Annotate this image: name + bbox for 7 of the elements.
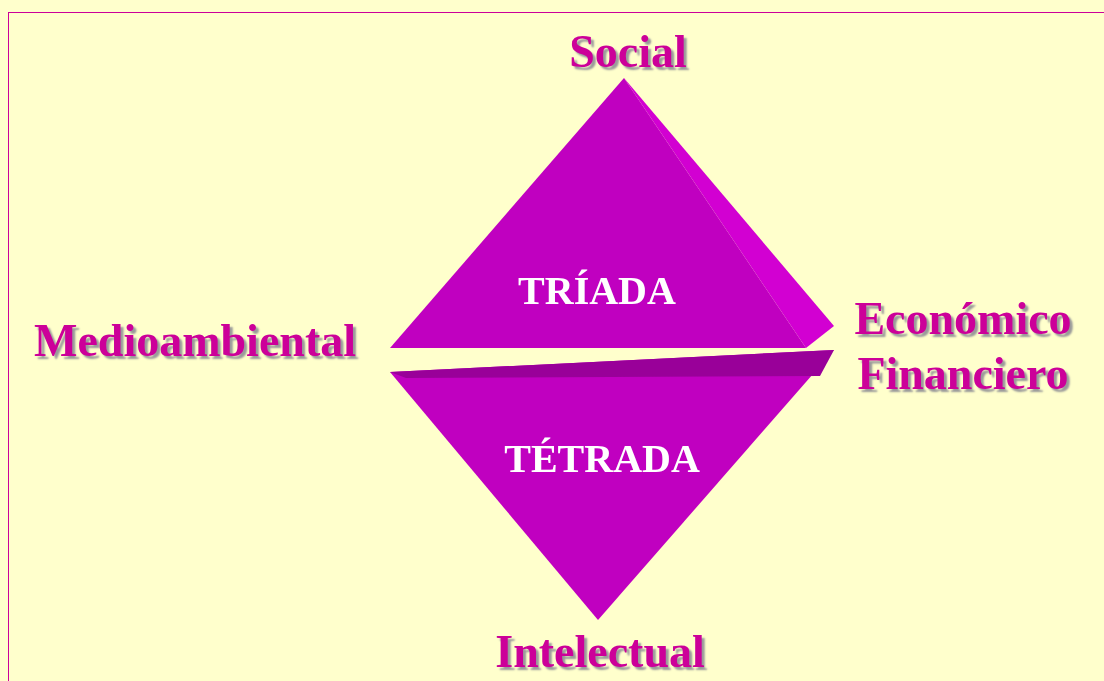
corner-label: Intelectual (495, 625, 705, 680)
triangle (390, 78, 836, 350)
corner-label: Económico Financiero (853, 291, 1073, 401)
corner-label: Medioambiental (34, 314, 356, 369)
triangle-label: TÉTRADA (504, 434, 700, 482)
corner-label: Social (569, 25, 687, 80)
triangle-label: TRÍADA (518, 266, 676, 314)
